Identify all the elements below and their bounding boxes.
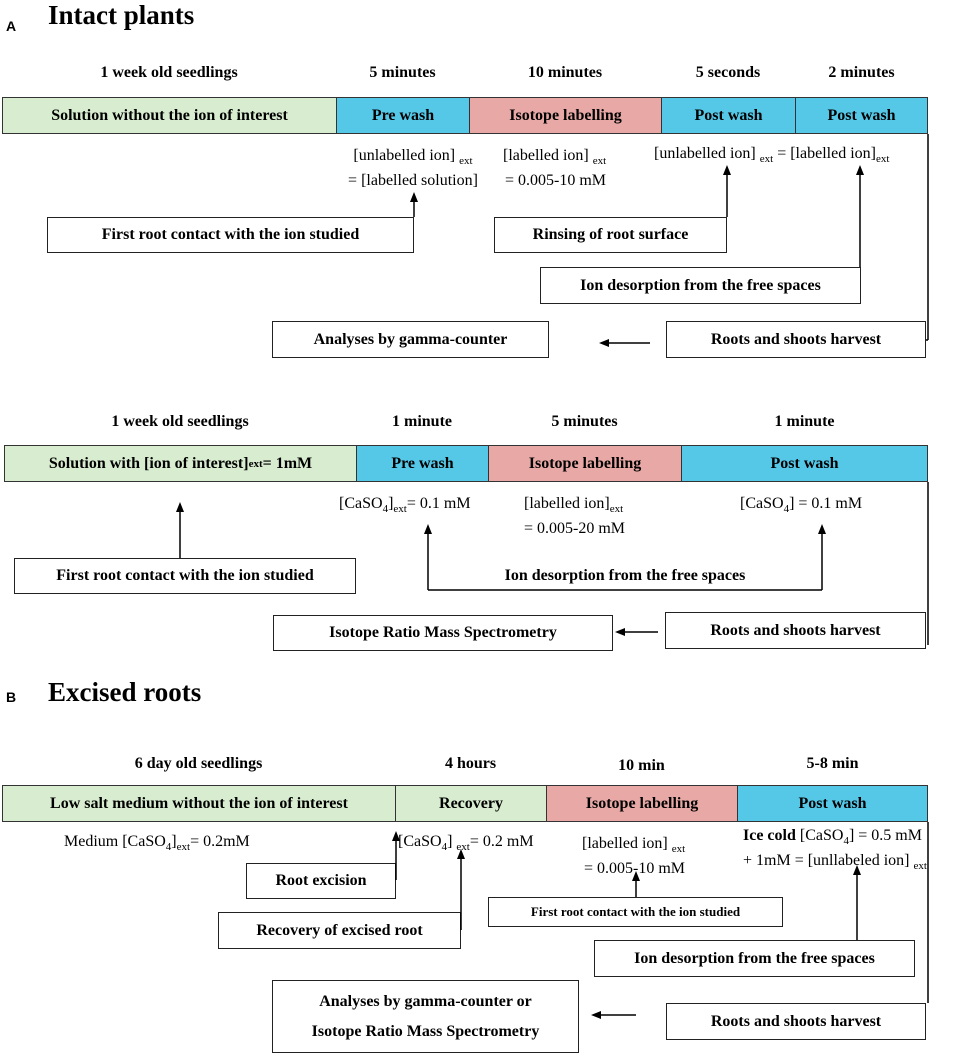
duration-label: 5-8 min [806, 755, 859, 772]
timeline-segment-post-wash: Post wash [661, 97, 796, 134]
duration-label: 5 minutes [369, 64, 436, 81]
roots-shoots-harvest-box: Roots and shoots harvest [666, 1003, 926, 1040]
isotope-ratio-ms-box: Isotope Ratio Mass Spectrometry [273, 615, 613, 651]
duration-label: 1 minute [392, 413, 452, 430]
duration-label: 5 seconds [695, 64, 761, 81]
condition-post-wash: Ice cold [CaSO4] = 0.5 mM + 1mM = [unlla… [743, 827, 927, 873]
timeline-segment-pre-wash: Pre wash [356, 445, 489, 482]
timeline-segment-recovery: Recovery [395, 785, 547, 822]
condition-medium: Medium [CaSO4]ext= 0.2mM [64, 833, 250, 854]
ion-desorption-box: Ion desorption from the free spaces [594, 940, 915, 977]
panel-a-letter: A [6, 18, 17, 34]
analyses-line-1: Analyses by gamma-counter or [319, 992, 532, 1010]
analyses-gamma-counter-box: Analyses by gamma-counter [272, 321, 549, 358]
timeline-segment-post-wash: Post wash [795, 97, 928, 134]
ion-desorption-label: Ion desorption from the free spaces [504, 567, 746, 584]
condition-pre-wash: [CaSO4]ext= 0.1 mM [339, 495, 471, 516]
rinsing-root-surface-box: Rinsing of root surface [494, 217, 727, 253]
roots-shoots-harvest-box: Roots and shoots harvest [665, 612, 926, 649]
condition-labelling: [labelled ion] ext = 0.005-10 mM [582, 835, 686, 878]
timeline-segment-low-salt-medium: Low salt medium without the ion of inter… [2, 785, 396, 822]
condition-post-wash: [unlabelled ion] ext = [labelled ion]ext [654, 145, 890, 166]
analyses-line-2: Isotope Ratio Mass Spectrometry [311, 1022, 540, 1040]
condition-post-wash: [CaSO4] = 0.1 mM [740, 495, 863, 516]
duration-label: 2 minutes [828, 64, 895, 81]
timeline-segment-isotope-labelling: Isotope labelling [469, 97, 662, 134]
first-root-contact-box: First root contact with the ion studied [14, 558, 356, 594]
duration-label: 4 hours [444, 755, 497, 772]
first-root-contact-box: First root contact with the ion studied [488, 897, 783, 927]
root-excision-box: Root excision [246, 863, 396, 899]
duration-label: 10 min [618, 757, 665, 774]
first-root-contact-box: First root contact with the ion studied [47, 217, 414, 253]
timeline-segment-isotope-labelling: Isotope labelling [488, 445, 682, 482]
duration-label: 6 day old seedlings [134, 755, 263, 772]
condition-labelling: [labelled ion] ext = 0.005-10 mM [503, 147, 607, 190]
panel-a-title: Intact plants [48, 0, 195, 30]
timeline-segment-isotope-labelling: Isotope labelling [546, 785, 738, 822]
duration-label: 1 week old seedlings [111, 413, 249, 430]
duration-label: 1 minute [774, 413, 835, 430]
duration-label: 1 week old seedlings [100, 64, 238, 81]
timeline-segment-pre-wash: Pre wash [336, 97, 470, 134]
roots-shoots-harvest-box: Roots and shoots harvest [666, 321, 926, 358]
analyses-box: Analyses by gamma-counter or Isotope Rat… [272, 980, 579, 1053]
duration-label: 10 minutes [527, 64, 603, 81]
timeline-segment-solution: Solution with [ion of interest]ext = 1mM [4, 445, 357, 482]
panel-b-title: Excised roots [48, 677, 202, 707]
timeline-segment-solution: Solution without the ion of interest [2, 97, 337, 134]
timeline-segment-post-wash: Post wash [681, 445, 928, 482]
timeline-segment-post-wash: Post wash [737, 785, 928, 822]
condition-labelling: [labelled ion]ext = 0.005-20 mM [524, 495, 626, 538]
duration-label: 5 minutes [551, 413, 618, 430]
condition-pre-wash: [unlabelled ion] ext = [labelled solutio… [348, 147, 478, 190]
recovery-excised-root-box: Recovery of excised root [218, 912, 461, 949]
ion-desorption-box: Ion desorption from the free spaces [540, 267, 861, 304]
panel-b-letter: B [6, 689, 17, 705]
